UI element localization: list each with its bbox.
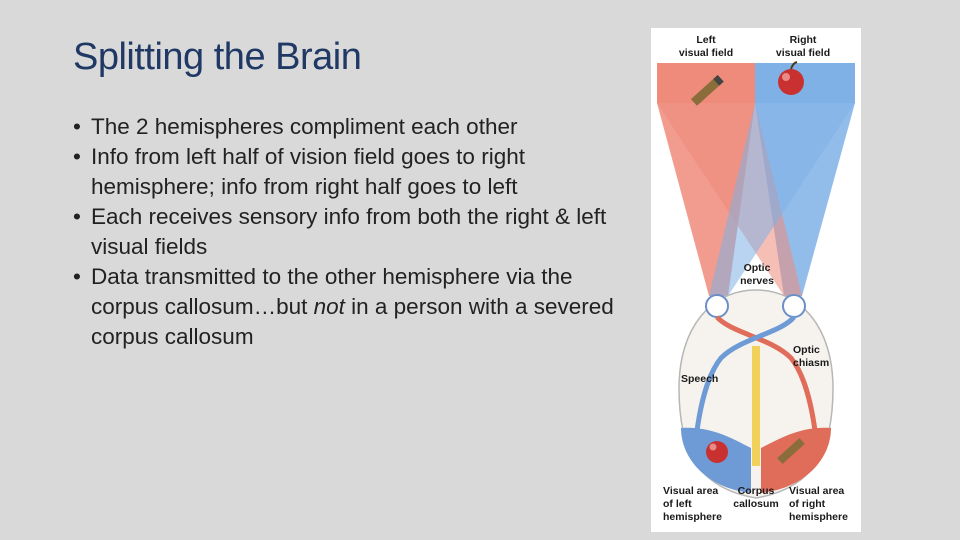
label-corpus-callosum-1: Corpus — [738, 485, 775, 497]
left-eye — [705, 294, 729, 318]
apple-icon — [706, 441, 728, 463]
right-field-ray-to-left-eye — [709, 103, 855, 296]
right-eye — [782, 294, 806, 318]
diagram-svg: Left visual field Right visual field Opt… — [657, 34, 855, 523]
slide-title: Splitting the Brain — [73, 36, 362, 78]
optic-nerve-right-to-left — [693, 315, 796, 439]
optic-nerve-left-to-right — [715, 315, 819, 439]
label-left-visual-field-2: visual field — [679, 47, 733, 59]
right-hemisphere-visual-area — [761, 427, 831, 493]
pencil-icon — [777, 437, 805, 465]
bullet-text-pre: Data transmitted to the other hemisphere… — [91, 264, 573, 319]
bullet-text-emphasis: not — [313, 294, 345, 319]
bullet-item: Each receives sensory info from both the… — [73, 202, 633, 262]
label-visual-area-right-1: Visual area — [789, 485, 844, 497]
label-visual-area-left-2: of left — [663, 498, 692, 510]
bullet-text: The 2 hemispheres compliment each other — [91, 114, 518, 139]
label-visual-area-right-2: of right — [789, 498, 826, 510]
label-optic-nerves-2: nerves — [740, 275, 774, 287]
label-visual-area-right-3: hemisphere — [789, 511, 848, 523]
right-visual-field — [755, 63, 855, 103]
pencil-icon — [690, 74, 724, 106]
label-visual-area-left-3: hemisphere — [663, 511, 722, 523]
label-optic-chiasm-2: chiasm — [793, 357, 829, 369]
bullet-list: The 2 hemispheres compliment each other … — [73, 112, 633, 352]
bullet-text-post: in a person with a severed corpus callos… — [91, 294, 614, 349]
brain-vision-diagram: Left visual field Right visual field Opt… — [651, 28, 861, 532]
corpus-callosum — [752, 346, 760, 466]
label-optic-nerves-1: Optic — [744, 262, 771, 274]
apple-icon — [778, 61, 804, 95]
label-left-visual-field-1: Left — [696, 34, 716, 46]
label-right-visual-field-2: visual field — [776, 47, 830, 59]
bullet-item: The 2 hemispheres compliment each other — [73, 112, 633, 142]
label-speech: Speech — [681, 373, 718, 385]
label-corpus-callosum-2: callosum — [733, 498, 779, 510]
label-optic-chiasm-1: Optic — [793, 344, 820, 356]
bullet-text: Each receives sensory info from both the… — [91, 204, 607, 259]
bullet-text: Info from left half of vision field goes… — [91, 144, 525, 199]
label-visual-area-left-1: Visual area — [663, 485, 718, 497]
bullet-item: Data transmitted to the other hemisphere… — [73, 262, 633, 352]
label-right-visual-field-1: Right — [790, 34, 817, 46]
bullet-item: Info from left half of vision field goes… — [73, 142, 633, 202]
